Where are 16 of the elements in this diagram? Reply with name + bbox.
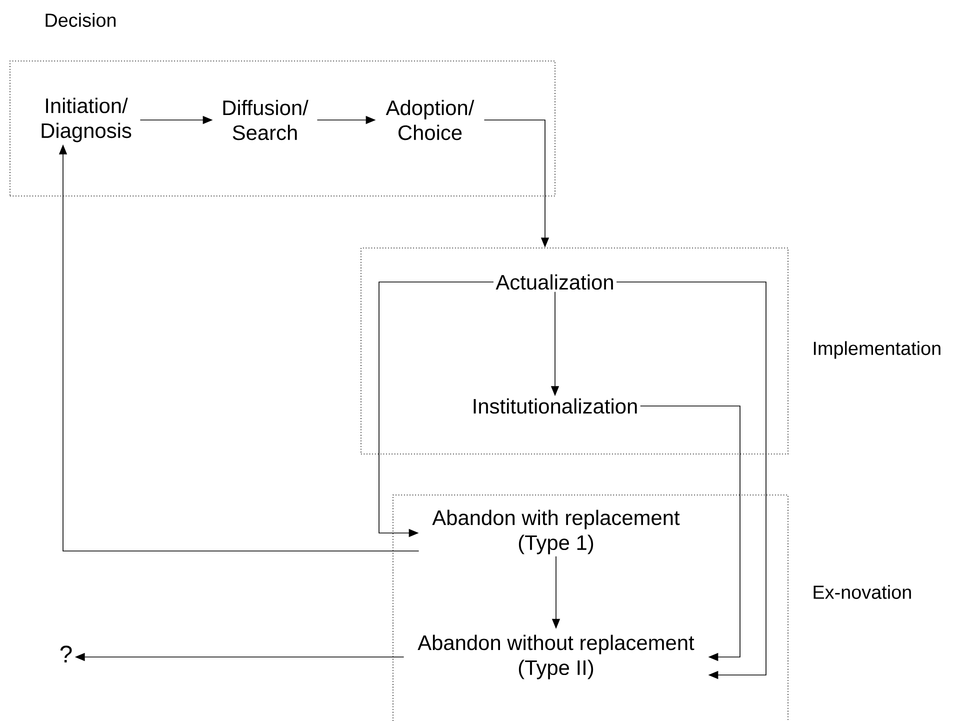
stage-heading: Decision (46, 13, 116, 27)
stage-label: Abandon without replacement (Type II) (418, 634, 694, 680)
stage-label: Adoption/ Choice (386, 100, 474, 140)
stage-label: Initiation/ Diagnosis (42, 98, 132, 142)
stage-heading: Ex-novation (814, 585, 911, 599)
question-mark: ? (60, 646, 72, 662)
stage-label: Actualization (496, 274, 613, 290)
stage-heading: Implementation (814, 341, 940, 359)
stage-label: Diffusion/ Search (223, 100, 308, 140)
stage-label: Institutionalization (474, 398, 637, 414)
dotted-frame (10, 60, 556, 196)
dotted-frame (360, 248, 788, 454)
dotted-frame (392, 494, 788, 721)
arrow (616, 282, 766, 680)
arrow (640, 406, 740, 662)
stage-label: Abandon with replacement (Type 1) (432, 510, 680, 554)
